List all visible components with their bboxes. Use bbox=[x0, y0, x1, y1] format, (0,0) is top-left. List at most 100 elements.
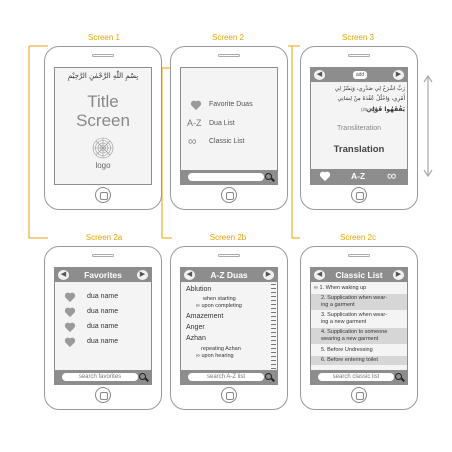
arabic-line-2: أَمْرِي، وَاحْلُلْ عُقْدَةً مِنْ لِسَانِ… bbox=[337, 96, 406, 102]
header-bar: ◀ A-Z Duas ▶ bbox=[181, 268, 277, 282]
classic-item-6[interactable]: 6. Before entering toilet bbox=[311, 356, 407, 365]
category-azhan[interactable]: Azhan bbox=[186, 335, 206, 342]
search-icon[interactable] bbox=[395, 373, 402, 380]
verse-reference: (25-28) bbox=[361, 107, 376, 112]
infinity-icon: ∞ bbox=[188, 134, 197, 148]
search-icon[interactable] bbox=[139, 373, 146, 380]
infinity-toolbar-icon[interactable]: ∞ bbox=[387, 168, 397, 183]
favorite-item[interactable]: dua name bbox=[87, 293, 119, 300]
scroll-arrow bbox=[423, 74, 433, 178]
bismillah-calligraphy: بِسْمِ اللّٰهِ الرَّحْمٰنِ الرَّحِيْمِ bbox=[67, 72, 139, 80]
arabic-line-3: يَفْقَهُوا قَوْلِي bbox=[366, 106, 405, 113]
favorite-item[interactable]: dua name bbox=[87, 338, 119, 345]
favorite-item[interactable]: dua name bbox=[87, 308, 119, 315]
heart-icon bbox=[64, 323, 76, 333]
phone-screen2b: ◀ A-Z Duas ▶ Ablution when starting ∞ up… bbox=[170, 246, 288, 410]
main-menu-screen: Favorite Duas A-Z Dua List ∞ Classic Lis… bbox=[180, 67, 278, 185]
classic-item-4[interactable]: 4. Supplication to someone wearing a new… bbox=[311, 328, 407, 344]
connector-screen2-to-screen2b bbox=[161, 67, 174, 239]
infinity-icon: ∞ bbox=[196, 353, 202, 359]
az-icon: A-Z bbox=[187, 118, 202, 128]
speaker-grille bbox=[218, 254, 240, 257]
search-bar: search classic list bbox=[311, 370, 407, 384]
az-toolbar-icon[interactable]: A-Z bbox=[351, 171, 366, 181]
connector-screen1-to-screen2a bbox=[28, 46, 48, 239]
infinity-icon: ∞ bbox=[314, 285, 320, 291]
home-button[interactable] bbox=[221, 387, 237, 403]
speaker-grille bbox=[218, 54, 240, 57]
label-screen2b: Screen 2b bbox=[209, 233, 247, 242]
heart-icon bbox=[64, 338, 76, 348]
title-text-line2: Screen bbox=[76, 111, 130, 130]
dua-detail-screen: ◀ add ▶ رَبِّ اشْرَحْ لِي صَدْرِي، وَيَس… bbox=[310, 67, 408, 185]
add-badge[interactable]: add bbox=[353, 71, 367, 79]
back-arrow-icon[interactable]: ◀ bbox=[184, 270, 195, 280]
logo-emblem-icon bbox=[92, 137, 114, 159]
label-screen2c: Screen 2c bbox=[339, 233, 377, 242]
subitem-repeating-azhan[interactable]: repeating Azhan bbox=[201, 346, 241, 352]
classic-item-5[interactable]: 5. Before Undressing bbox=[321, 347, 373, 353]
search-bar: search A-Z list bbox=[181, 370, 277, 384]
favorite-heart-icon[interactable] bbox=[319, 172, 331, 182]
connector-screen3-to-screen2c bbox=[291, 46, 300, 239]
subitem-when-starting[interactable]: when starting bbox=[203, 296, 236, 302]
phone-screen2c: ◀ Classic List ▶ ∞ 1. When waking up 2. … bbox=[300, 246, 418, 410]
home-button[interactable] bbox=[351, 387, 367, 403]
translation-text: Translation bbox=[333, 144, 385, 155]
title-screen: بِسْمِ اللّٰهِ الرَّحْمٰنِ الرَّحِيْمِ T… bbox=[54, 67, 152, 185]
classic-item-1[interactable]: ∞ 1. When waking up bbox=[314, 285, 367, 291]
home-button[interactable] bbox=[95, 387, 111, 403]
heart-icon bbox=[64, 308, 76, 318]
az-duas-screen: ◀ A-Z Duas ▶ Ablution when starting ∞ up… bbox=[180, 267, 278, 385]
search-icon[interactable] bbox=[265, 373, 272, 380]
menu-item-classic-list[interactable]: Classic List bbox=[209, 138, 245, 145]
search-input[interactable] bbox=[188, 173, 264, 181]
speaker-grille bbox=[348, 54, 370, 57]
previous-arrow-icon[interactable]: ◀ bbox=[314, 70, 325, 80]
home-button[interactable] bbox=[95, 187, 111, 203]
category-amazement[interactable]: Amazement bbox=[186, 313, 224, 320]
bottom-toolbar: A-Z ∞ bbox=[311, 168, 407, 184]
subitem-upon-hearing[interactable]: ∞ upon hearing bbox=[196, 353, 234, 359]
favorites-screen: ◀ Favorites ▶ dua name dua name dua name… bbox=[54, 267, 152, 385]
search-favorites-input[interactable]: search favorites bbox=[62, 373, 138, 381]
phone-screen3: ◀ add ▶ رَبِّ اشْرَحْ لِي صَدْرِي، وَيَس… bbox=[300, 46, 418, 210]
speaker-grille bbox=[92, 254, 114, 257]
forward-arrow-icon[interactable]: ▶ bbox=[137, 270, 148, 280]
logo-text: logo bbox=[95, 161, 111, 170]
favorites-header-title: Favorites bbox=[84, 270, 122, 280]
search-az-input[interactable]: search A-Z list bbox=[188, 373, 264, 381]
label-screen2: Screen 2 bbox=[211, 33, 245, 42]
infinity-icon: ∞ bbox=[196, 303, 202, 309]
forward-arrow-icon[interactable]: ▶ bbox=[393, 270, 404, 280]
category-ablution[interactable]: Ablution bbox=[186, 286, 212, 293]
header-bar: ◀ Classic List ▶ bbox=[311, 268, 407, 282]
classic-item-3[interactable]: 3. Supplication when wear- ing a new gar… bbox=[321, 312, 388, 325]
category-anger[interactable]: Anger bbox=[186, 324, 205, 331]
search-bar: search favorites bbox=[55, 370, 151, 384]
phone-screen2a: ◀ Favorites ▶ dua name dua name dua name… bbox=[44, 246, 162, 410]
phone-screen2: Favorite Duas A-Z Dua List ∞ Classic Lis… bbox=[170, 46, 288, 210]
alphabet-index-scrollbar[interactable] bbox=[271, 284, 276, 370]
label-screen3: Screen 3 bbox=[341, 33, 375, 42]
back-arrow-icon[interactable]: ◀ bbox=[314, 270, 325, 280]
forward-arrow-icon[interactable]: ▶ bbox=[263, 270, 274, 280]
classic-list-header-title: Classic List bbox=[335, 270, 383, 280]
menu-item-dua-list[interactable]: Dua List bbox=[209, 120, 235, 127]
home-button[interactable] bbox=[351, 187, 367, 203]
menu-item-favorite-duas[interactable]: Favorite Duas bbox=[209, 101, 253, 108]
speaker-grille bbox=[92, 54, 114, 57]
home-button[interactable] bbox=[221, 187, 237, 203]
header-bar: ◀ Favorites ▶ bbox=[55, 268, 151, 282]
subitem-upon-completing[interactable]: ∞ upon completing bbox=[196, 303, 242, 309]
search-classic-input[interactable]: search classic list bbox=[318, 373, 394, 381]
search-icon[interactable] bbox=[265, 173, 272, 180]
classic-list-screen: ◀ Classic List ▶ ∞ 1. When waking up 2. … bbox=[310, 267, 408, 385]
next-arrow-icon[interactable]: ▶ bbox=[393, 70, 404, 80]
favorite-item[interactable]: dua name bbox=[87, 323, 119, 330]
classic-item-2[interactable]: 2. Supplication when wear- ing a garment bbox=[311, 294, 407, 310]
transliteration-text: Transliteration bbox=[336, 125, 382, 132]
back-arrow-icon[interactable]: ◀ bbox=[58, 270, 69, 280]
az-duas-header-title: A-Z Duas bbox=[210, 270, 248, 280]
arabic-line-1: رَبِّ اشْرَحْ لِي صَدْرِي، وَيَسِّرْ لِي bbox=[334, 86, 405, 92]
